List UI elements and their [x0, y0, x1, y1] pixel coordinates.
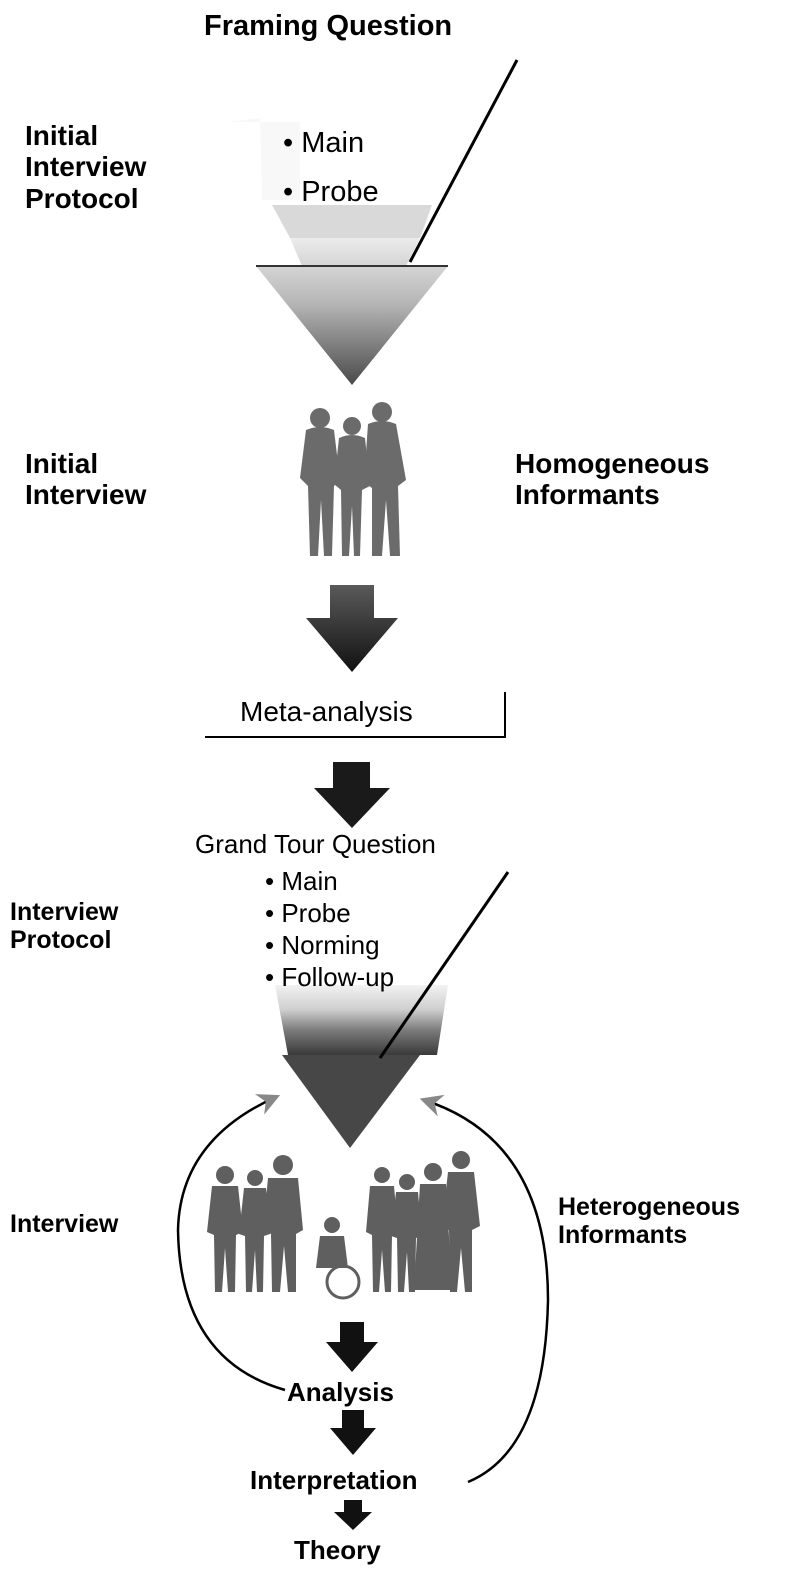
homogeneous-people-icon: [300, 402, 406, 556]
grand-tour-funnel: [275, 985, 448, 1148]
label-line: Informants: [515, 479, 660, 511]
grand-bullet-norming: • Norming: [265, 930, 380, 960]
homogeneous-informants-label: Homogeneous Informants: [515, 448, 709, 511]
analysis-label: Analysis: [287, 1377, 394, 1407]
grand-bullet-main: • Main: [265, 866, 338, 896]
heterogeneous-people-icon: [207, 1151, 480, 1300]
heterogeneous-informants-label: Heterogeneous Informants: [558, 1193, 740, 1249]
label-line: Protocol: [10, 926, 112, 954]
meta-analysis-label: Meta-analysis: [240, 696, 413, 727]
grand-tour-question-title: Grand Tour Question: [195, 829, 436, 859]
label-line: Protocol: [25, 182, 139, 214]
framing-question-title: Framing Question: [204, 10, 453, 42]
initial-bullet-probe: • Probe: [283, 176, 379, 208]
framing-question-line: [408, 59, 519, 263]
label-line: Interview: [25, 151, 147, 183]
meta-analysis-box-frame: [205, 692, 506, 738]
down-arrow-icon: [314, 762, 390, 828]
initial-interview-label: Initial Interview: [25, 448, 146, 511]
label-line: Informants: [558, 1221, 688, 1249]
initial-funnel: [228, 118, 448, 385]
grand-bullet-follow-up: • Follow-up: [265, 962, 395, 992]
label-line: Heterogeneous: [558, 1193, 740, 1221]
interpretation-label: Interpretation: [250, 1465, 418, 1495]
feedback-loop-right: [419, 1094, 550, 1484]
down-arrow-icon: [326, 1322, 378, 1372]
grand-bullet-probe: • Probe: [265, 898, 351, 928]
label-line: Homogeneous: [515, 448, 710, 479]
feedback-loop-left: [176, 1094, 286, 1392]
initial-bullet-main: • Main: [283, 127, 365, 159]
down-arrow-icon: [334, 1500, 372, 1530]
label-line: Interview: [25, 479, 147, 511]
down-arrow-icon: [306, 585, 398, 672]
label-line: Interview: [10, 898, 119, 926]
interview-label: Interview: [10, 1210, 119, 1238]
label-line: Initial: [25, 448, 99, 479]
down-arrow-icon: [330, 1410, 376, 1455]
label-line: Initial: [25, 120, 99, 151]
grand-tour-question-line: [378, 871, 510, 1059]
interview-protocol-label: Interview Protocol: [10, 898, 118, 954]
theory-label: Theory: [294, 1535, 381, 1565]
initial-interview-protocol-label: Initial Interview Protocol: [25, 120, 146, 214]
